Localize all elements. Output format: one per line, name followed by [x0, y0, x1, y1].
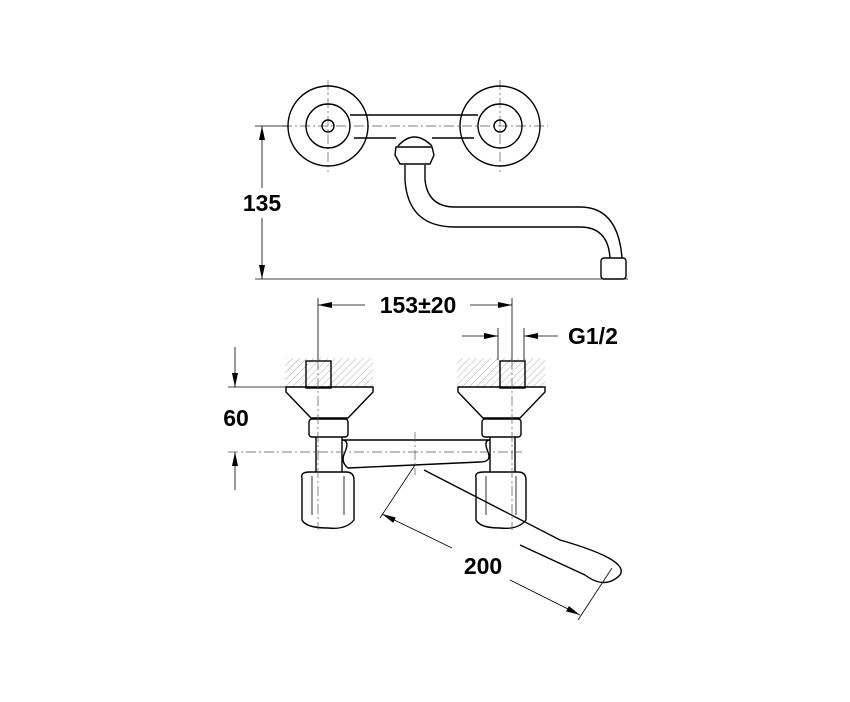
- dimension-height: 135: [243, 190, 282, 216]
- dimension-centers: 153±20: [380, 292, 457, 318]
- top-view: 153±20 G1/2 60 200: [223, 292, 622, 621]
- dimension-spout-length: 200: [464, 553, 502, 579]
- dimension-depth: 60: [223, 405, 249, 431]
- dimension-thread: G1/2: [568, 323, 618, 349]
- front-view: 135: [243, 80, 628, 280]
